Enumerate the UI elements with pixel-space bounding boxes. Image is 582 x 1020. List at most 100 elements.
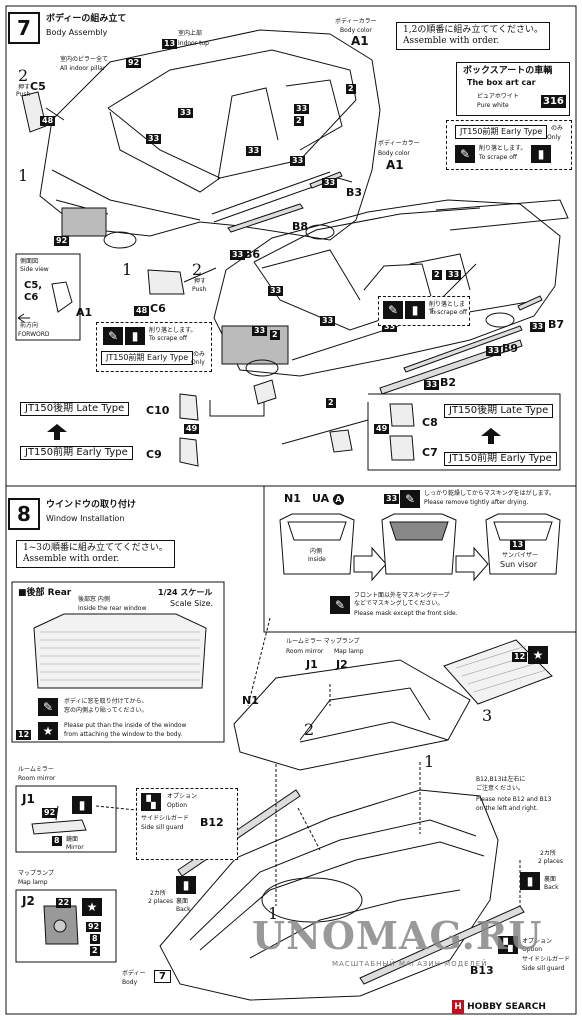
knife-icon: ✎ [103, 327, 123, 345]
side-view-c5c6: C5, C6 [24, 280, 43, 303]
pillar-jp: 室内のピラー全て [60, 56, 109, 63]
part-j2-box: J2 [22, 894, 35, 908]
scrape-jp-right: 削り落とします。 [429, 301, 466, 315]
step-8-number: 8 [8, 498, 40, 530]
part-c8: C8 [422, 416, 438, 429]
jt150-early-tag-top: JT150前期 Early Type [455, 125, 548, 139]
assemble-en: Assemble with order. [23, 554, 120, 564]
mask-front-jp1: フロント面以外をマスキングテープ [354, 592, 450, 599]
lamp-color-8: 8 [90, 934, 100, 944]
pillar-en: All indoor pillar [60, 65, 106, 72]
part-b7: B7 [548, 318, 565, 331]
color-tag-2: 2 [270, 330, 280, 340]
window-color-12: 12 [512, 652, 528, 662]
rear-color-tag: 12 [16, 730, 32, 740]
color-tag-2: 2 [432, 270, 442, 280]
cement-icon: ▮ [125, 327, 145, 345]
side-sill-en: Side sill guard [141, 824, 184, 831]
mask-color-tag: 33 [384, 494, 400, 504]
color-tag-48: 48 [40, 116, 56, 126]
color-tag-33: 33 [424, 380, 440, 390]
scrape-jp-mid: 削り落とします。 [149, 327, 197, 334]
part-c6: C6 [150, 302, 166, 315]
room-mirror-map-jp: ルームミラー マップランプ [286, 638, 360, 645]
color-ua-label: UA [312, 492, 330, 505]
push-en: Push [16, 91, 31, 98]
part-a1: A1 [76, 306, 93, 319]
color-tag-33: 33 [230, 250, 246, 260]
cement-icon: ▮ [531, 145, 551, 163]
late-type-tag-left: JT150後期 Late Type [20, 402, 130, 416]
color-tag-33: 33 [486, 346, 502, 356]
only-jp-top: のみ [551, 125, 564, 132]
b12b13-note-jp: B12,B13は左右に [476, 776, 526, 783]
inside-en: Inside [308, 556, 326, 563]
forward-jp: 前方向 [20, 322, 39, 329]
boxart-box: ボックスアートの車輌 The box art car ピュアホワイト Pure … [456, 62, 570, 116]
option-b13: ▚ オプション Option サイドシルガード Side sill guard [498, 936, 574, 980]
color-tag-48: 48 [134, 306, 150, 316]
only-en-top: Only [547, 134, 561, 141]
scrape-en-right: To scrape off [429, 309, 468, 316]
two-places-jp-left: 2カ所 [150, 890, 166, 897]
part-n1-body: N1 [242, 694, 259, 707]
color-tag-33: 33 [446, 270, 462, 280]
scrape-en-top: To scrape off [479, 154, 518, 161]
part-b13: B13 [470, 964, 494, 977]
lamp-color-22: 22 [56, 898, 72, 908]
lamp-color-92: 92 [86, 922, 102, 932]
side-sill-jp-b13: サイドシルガード [522, 956, 570, 963]
side-sill-jp: サイドシルガード [141, 815, 189, 822]
color-tag-92: 92 [54, 236, 70, 246]
scale-jp: 1/24 スケール [158, 588, 213, 597]
scrape-jp-top: 削り落とします。 [479, 145, 527, 152]
option-icon: ▚ [141, 793, 161, 811]
b12b13-note-en2: on the left and right. [476, 805, 538, 812]
early-type-scrape-box-top: JT150前期 Early Type のみ Only ✎ 削り落とします。 To… [446, 120, 572, 170]
color-tag-2: 2 [346, 84, 356, 94]
sun-visor-jp: サンバイザー [502, 552, 539, 559]
sun-visor-en: Sun visor [500, 560, 538, 569]
color-tag-33: 33 [382, 322, 398, 332]
part-j1: J1 [306, 658, 318, 671]
back-jp-right: 裏面 [544, 876, 557, 883]
color-tag-49: 49 [374, 424, 390, 434]
knife-icon: ✎ [330, 596, 350, 614]
color-tag-2: 2 [294, 116, 304, 126]
watermark-tagline: МАСШТАБНЫЙ МАГАЗИН МОДЕЛЕЙ [332, 960, 488, 968]
knife-icon: ✎ [383, 301, 403, 319]
jt150-early-tag-mid: JT150前期 Early Type [101, 351, 194, 365]
body-color-2-jp: ボディーカラー [378, 140, 420, 147]
rear-window-jp: 後部窓 内側 [78, 596, 110, 603]
color-tag-33: 33 [530, 322, 546, 332]
rear-note-jp2: 窓の内側より貼ってください。 [64, 707, 148, 714]
color-ua: UA A [312, 492, 344, 505]
mask-front-jp2: などでマスキングしてください。 [354, 600, 444, 607]
early-type-scrape-box-mid: ✎ ▮ 削り落とします。 To scrape off JT150前期 Early… [96, 322, 212, 372]
pure-white-code: 316 [541, 95, 566, 108]
two-places-en-left: 2 places [148, 898, 173, 905]
hobby-search-text: HOBBY SEARCH [467, 1002, 546, 1012]
early-type-tag-left: JT150前期 Early Type [20, 446, 133, 460]
body-en: Body [122, 979, 138, 986]
cement-icon: ▮ [176, 876, 196, 894]
lamp-color-2: 2 [90, 946, 100, 956]
late-type-tag-right: JT150後期 Late Type [444, 404, 554, 418]
cement-icon: ▮ [520, 872, 540, 890]
back-jp-left: 裏面 [176, 898, 189, 905]
step-mark-2: 2 [18, 66, 29, 85]
option-jp-b13: オプション [522, 938, 553, 945]
step-8-assemble-note: 1~3の順番に組み立ててください。 Assemble with order. [16, 540, 175, 568]
mirror-color-8: 8 [52, 836, 62, 846]
part-b6: B6 [244, 248, 261, 261]
scale-en: Scale Size. [170, 599, 214, 608]
step-7-assemble-note: 1,2の順番に組み立ててください。 Assemble with order. [396, 22, 551, 50]
step-mark-2: 2 [192, 260, 203, 279]
early-type-scrape-box-right: ✎ ▮ 削り落とします。 To scrape off [378, 296, 470, 326]
boxart-en: The box art car [467, 78, 536, 87]
back-en-left: Back [176, 906, 191, 913]
sun-visor-color: 13 [510, 540, 526, 550]
boxart-jp: ボックスアートの車輌 [463, 66, 553, 76]
body-step-ref: 7 [154, 970, 171, 983]
knife-icon: ✎ [38, 698, 58, 716]
